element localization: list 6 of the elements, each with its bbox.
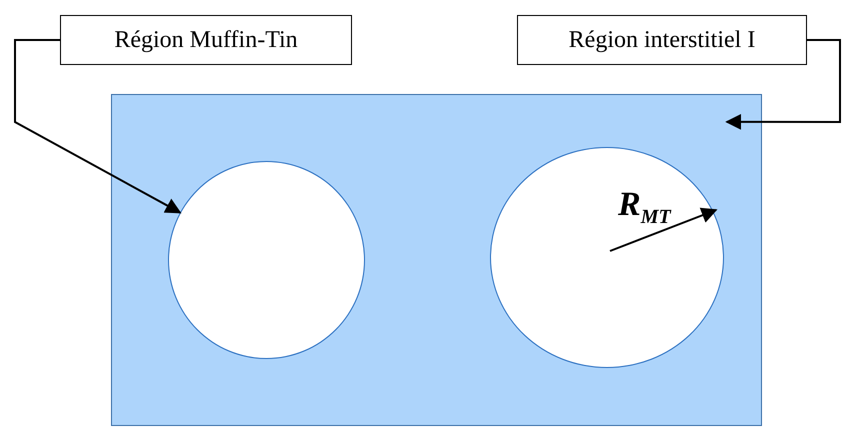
interstitial-region [111, 94, 762, 426]
arrow [14, 39, 182, 214]
radius-label: R$_{MT}$ [618, 186, 671, 229]
arrow [725, 39, 841, 130]
label-box: Région interstitiel I [517, 15, 807, 65]
label-box: Région Muffin-Tin [60, 15, 352, 65]
